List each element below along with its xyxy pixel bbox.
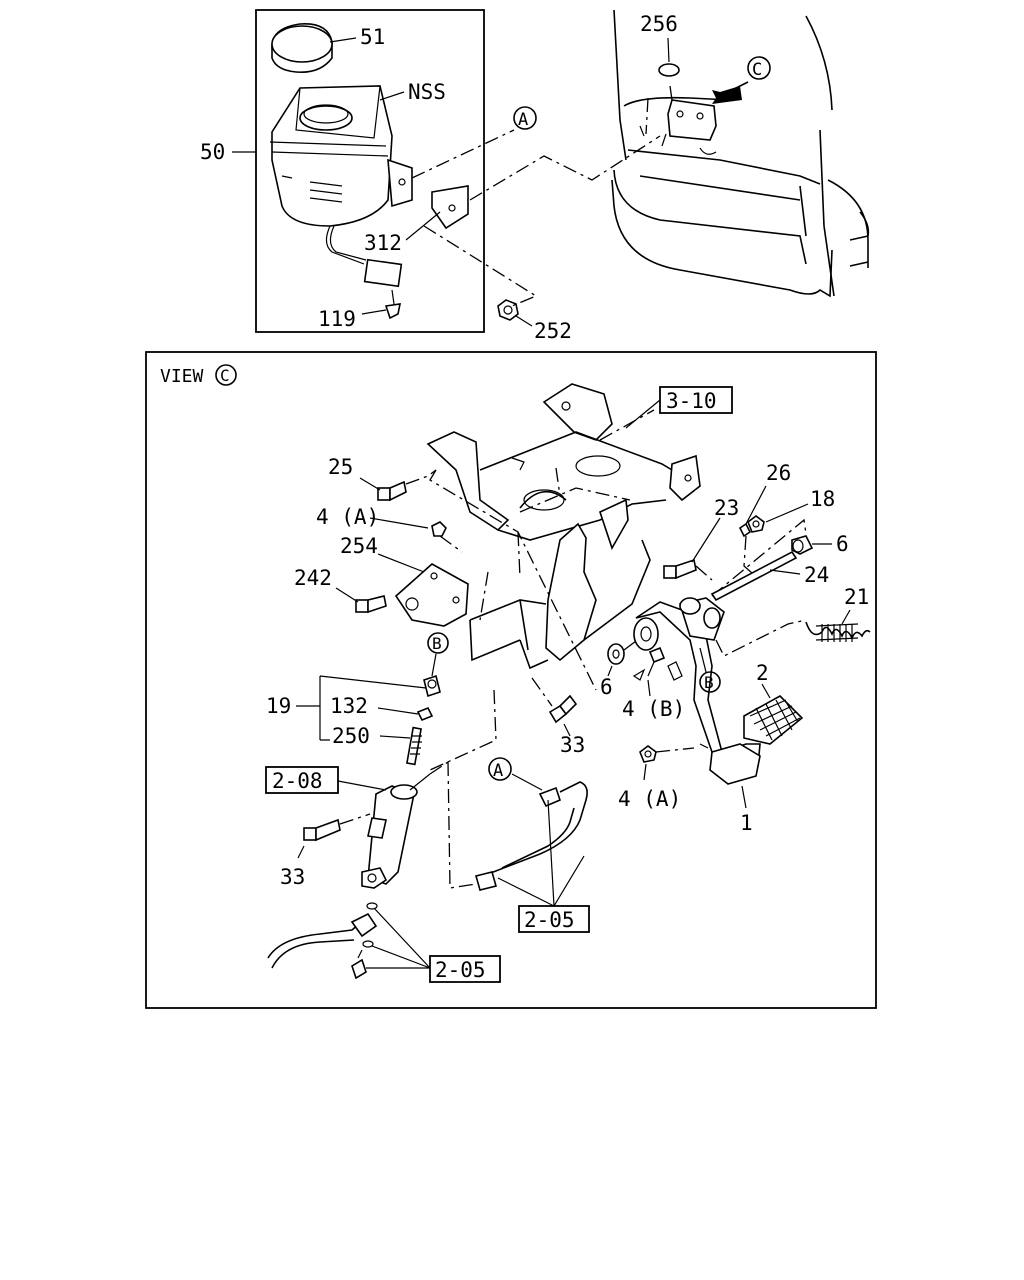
label-nss: NSS — [408, 80, 446, 104]
screw-119 — [384, 289, 402, 320]
label-119: 119 — [318, 307, 356, 331]
svg-text:2-05: 2-05 — [435, 958, 486, 982]
ref-circle-b-right: B — [699, 671, 721, 693]
label-4a-top: 4 (A) — [316, 505, 379, 529]
svg-text:C: C — [752, 60, 762, 80]
clevis-assembly — [406, 674, 441, 766]
label-2: 2 — [756, 661, 769, 685]
label-33-left: 33 — [280, 865, 305, 889]
svg-text:C: C — [220, 366, 230, 385]
pedal-pad-2 — [743, 695, 804, 745]
label-21: 21 — [844, 585, 869, 609]
ref-circle-a-bottom: A — [488, 757, 512, 781]
label-4a-bottom: 4 (A) — [618, 787, 681, 811]
clutch-pedal-arm — [633, 597, 761, 785]
master-cylinder — [361, 761, 449, 889]
bolt-25 — [377, 480, 407, 502]
plate-254 — [394, 563, 469, 627]
bracket-plate-312 — [431, 185, 469, 230]
clip-26 — [738, 522, 752, 538]
label-24: 24 — [804, 563, 829, 587]
label-25: 25 — [328, 455, 353, 479]
svg-text:2-05: 2-05 — [524, 908, 575, 932]
svg-text:A: A — [518, 110, 528, 130]
label-50: 50 — [200, 140, 225, 164]
ref-circle-c-view: C — [215, 364, 237, 386]
bolt-242 — [355, 595, 387, 614]
bushing-6-right — [791, 535, 814, 555]
label-4b: 4 (B) — [622, 697, 685, 721]
nut-252 — [497, 299, 519, 321]
svg-text:B: B — [704, 673, 714, 692]
view-title: VIEW — [160, 366, 204, 387]
bolt-33-mid — [548, 694, 578, 724]
label-252: 252 — [534, 319, 572, 343]
spring-21 — [805, 621, 871, 642]
reservoir-cap — [271, 23, 333, 74]
label-23: 23 — [714, 496, 739, 520]
reservoir-inset-frame — [255, 9, 485, 333]
grommet-256 — [658, 63, 680, 77]
bolt-33-left — [303, 818, 341, 842]
label-51: 51 — [360, 25, 385, 49]
lower-pipe — [267, 902, 378, 980]
boxed-ref-2-05-bottom: 2-05 — [429, 955, 501, 983]
label-256: 256 — [640, 12, 678, 36]
label-312: 312 — [364, 231, 402, 255]
label-33-mid: 33 — [560, 733, 585, 757]
nut-4a-bottom — [639, 745, 657, 763]
boxed-ref-2-05-mid: 2-05 — [518, 905, 590, 933]
label-26: 26 — [766, 461, 791, 485]
label-1: 1 — [740, 811, 753, 835]
nut-4a-top — [431, 521, 447, 537]
bolt-4b — [647, 646, 666, 677]
reservoir-tank — [269, 85, 413, 288]
label-6-right: 6 — [836, 532, 849, 556]
boxed-ref-3-10: 3-10 — [659, 386, 733, 414]
shaft-24 — [710, 550, 798, 602]
svg-text:3-10: 3-10 — [666, 389, 717, 413]
label-18: 18 — [810, 487, 835, 511]
washer-6-mid — [607, 643, 625, 665]
label-132: 132 — [330, 694, 368, 718]
label-254: 254 — [340, 534, 378, 558]
nut-18 — [747, 515, 765, 533]
label-19: 19 — [266, 694, 291, 718]
svg-text:B: B — [432, 634, 442, 653]
ref-circle-c-arrow: C — [747, 56, 771, 80]
svg-text:A: A — [493, 761, 503, 781]
ref-circle-a-top: A — [513, 106, 537, 130]
label-6-mid: 6 — [600, 675, 613, 699]
svg-text:2-08: 2-08 — [272, 769, 323, 793]
view-direction-arrow — [712, 81, 749, 104]
boxed-ref-2-08: 2-08 — [265, 766, 339, 794]
ref-circle-b-left: B — [427, 632, 449, 654]
clutch-hose — [475, 781, 588, 891]
truck-cab-front — [611, 9, 870, 298]
label-242: 242 — [294, 566, 332, 590]
view-c-frame — [145, 351, 877, 1009]
pedal-bracket-assembly — [426, 383, 701, 670]
bolt-23 — [663, 558, 697, 580]
label-250: 250 — [332, 724, 370, 748]
